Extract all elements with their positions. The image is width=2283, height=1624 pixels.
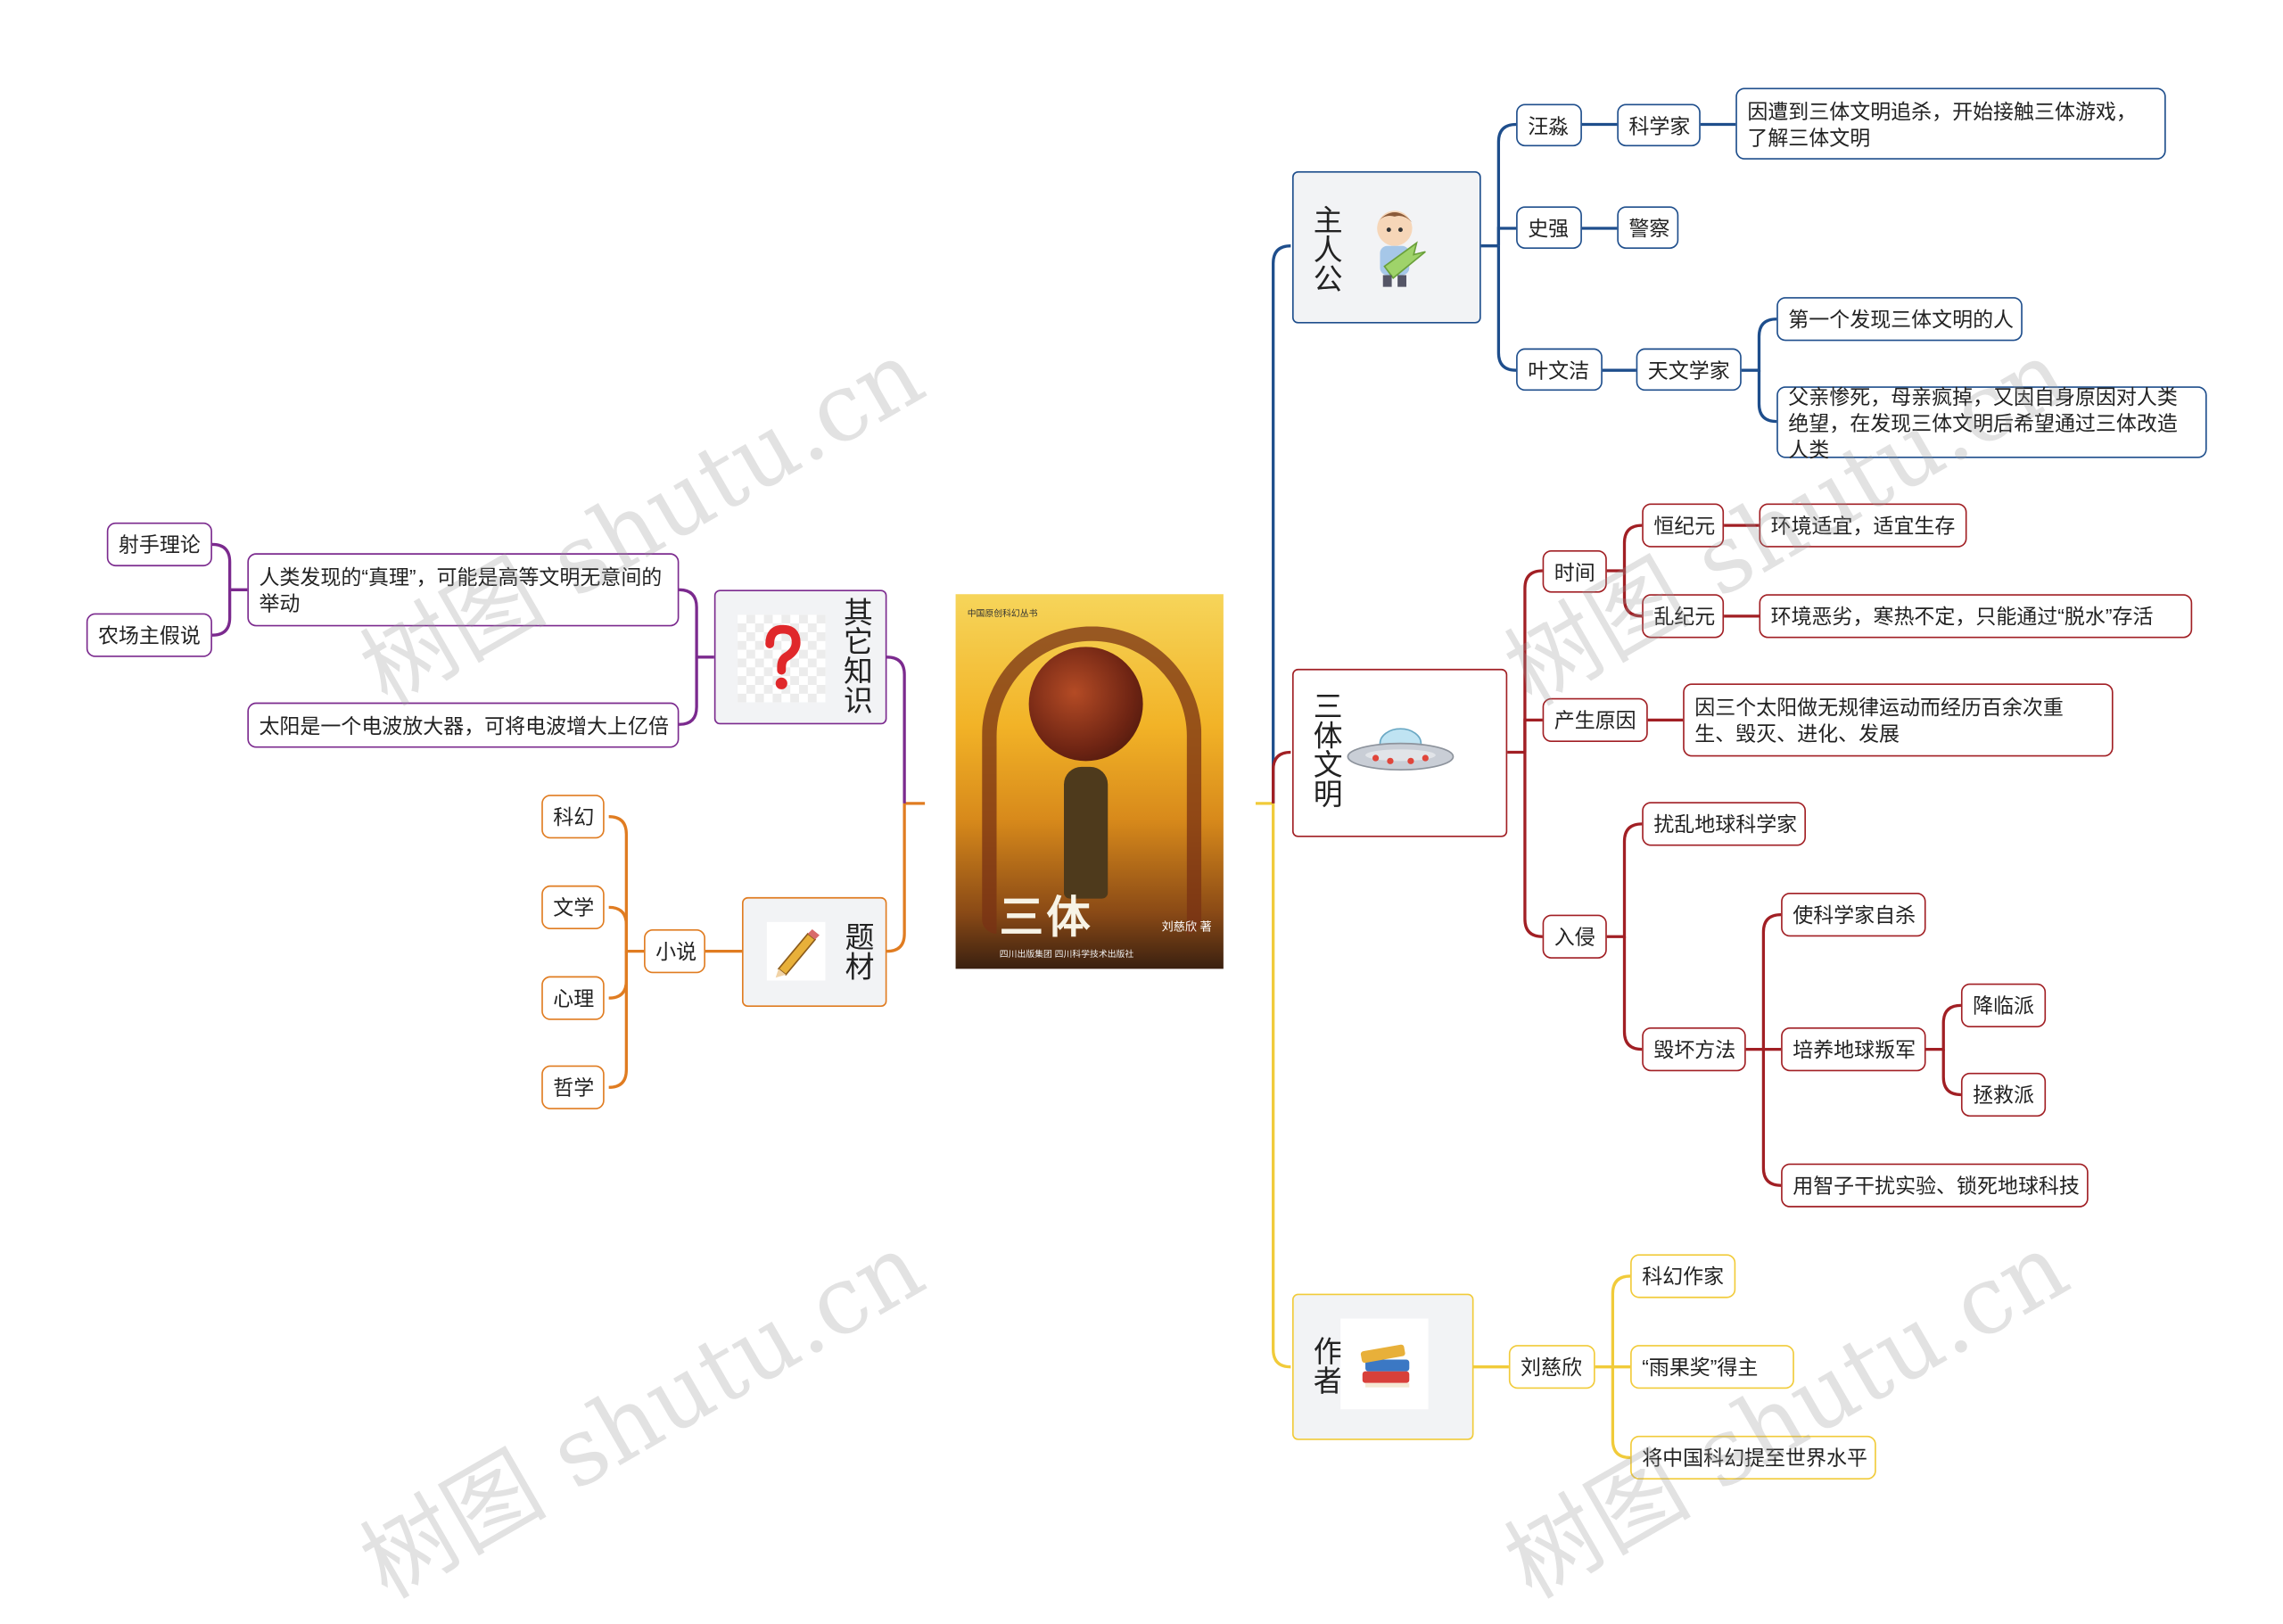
topic-other-knowledge[interactable]: 其它知识 — [714, 589, 887, 724]
chaotic-era[interactable]: 乱纪元 — [1642, 594, 1724, 638]
method-sophon-lock[interactable]: 用智子干扰实验、锁死地球科技 — [1781, 1164, 2089, 1208]
character-wang-miao[interactable]: 汪淼 — [1516, 104, 1582, 147]
other-farmer-hypothesis[interactable]: 农场主假说 — [87, 614, 212, 657]
cover-figure — [1064, 767, 1108, 899]
person-holding-arrow-icon — [1356, 199, 1443, 293]
other-sun-amplifier[interactable]: 太阳是一个电波放大器，可将电波增大上亿倍 — [247, 703, 679, 748]
ufo-icon — [1343, 726, 1457, 779]
cover-author: 刘慈欣 著 — [1162, 919, 1212, 936]
genre-psychology[interactable]: 心理 — [541, 977, 605, 1020]
genre-novel[interactable]: 小说 — [644, 929, 705, 973]
method-scientist-suicide[interactable]: 使科学家自杀 — [1781, 893, 1925, 936]
role-police[interactable]: 警察 — [1617, 206, 1678, 249]
wang-miao-description[interactable]: 因遭到三体文明追杀，开始接触三体游戏，了解三体文明 — [1735, 87, 2165, 159]
trisolaris-time[interactable]: 时间 — [1543, 550, 1607, 593]
topic-genre-title: 题材 — [840, 922, 872, 981]
character-ye-wenjie[interactable]: 叶文洁 — [1516, 349, 1603, 392]
ye-wenjie-desc-background[interactable]: 父亲惨死，母亲疯掉，又因自身原因对人类绝望，在发现三体文明后希望通过三体改造人类 — [1776, 386, 2206, 458]
cover-planet — [1029, 647, 1143, 761]
author-world-level[interactable]: 将中国科幻提至世界水平 — [1630, 1436, 1876, 1480]
topic-protagonists-title: 主人公 — [1308, 205, 1340, 293]
character-shi-qiang[interactable]: 史强 — [1516, 206, 1582, 249]
ye-wenjie-desc-first[interactable]: 第一个发现三体文明的人 — [1776, 297, 2023, 341]
author-hugo-award[interactable]: “雨果奖”得主 — [1630, 1345, 1794, 1389]
pencil-icon — [767, 922, 826, 981]
genre-philosophy[interactable]: 哲学 — [541, 1066, 605, 1109]
rebels-redemptionist-faction[interactable]: 拯救派 — [1961, 1073, 2046, 1117]
invasion-disrupt-scientists[interactable]: 扰乱地球科学家 — [1642, 802, 1806, 845]
rebels-adventist-faction[interactable]: 降临派 — [1961, 984, 2046, 1027]
role-scientist[interactable]: 科学家 — [1617, 104, 1701, 147]
author-sci-fi-writer[interactable]: 科幻作家 — [1630, 1254, 1735, 1298]
trisolaris-invasion[interactable]: 入侵 — [1543, 915, 1607, 959]
cover-publisher: 四川出版集团 四川科学技术出版社 — [1000, 947, 1133, 960]
cover-series-label: 中国原创科幻丛书 — [968, 606, 1038, 619]
stable-era[interactable]: 恒纪元 — [1642, 504, 1724, 548]
topic-trisolaris[interactable]: 三体文明 — [1292, 669, 1507, 837]
topic-author[interactable]: 作者 — [1292, 1294, 1473, 1440]
invasion-destroy-methods[interactable]: 毁坏方法 — [1642, 1027, 1746, 1071]
stable-era-desc[interactable]: 环境适宜，适宜生存 — [1759, 504, 1966, 548]
trisolaris-cause-desc[interactable]: 因三个太阳做无规律运动而经历百余次重生、毁灭、进化、发展 — [1683, 683, 2113, 756]
topic-genre[interactable]: 题材 — [742, 897, 886, 1007]
topic-protagonists[interactable]: 主人公 — [1292, 171, 1481, 324]
topic-other-knowledge-title: 其它知识 — [838, 598, 870, 714]
mind-map: 中国原创科幻丛书 三体 刘慈欣 著 四川出版集团 四川科学技术出版社 主人公 汪… — [0, 0, 2283, 1560]
role-astronomer[interactable]: 天文学家 — [1636, 349, 1742, 392]
topic-author-title: 作者 — [1308, 1336, 1340, 1395]
book-cover: 中国原创科幻丛书 三体 刘慈欣 著 四川出版集团 四川科学技术出版社 — [956, 594, 1224, 969]
other-shooter-hypothesis[interactable]: 射手理论 — [107, 523, 212, 566]
cover-title: 三体 — [1000, 881, 1093, 945]
chaotic-era-desc[interactable]: 环境恶劣，寒热不定，只能通过“脱水”存活 — [1759, 594, 2192, 638]
other-truth-theory[interactable]: 人类发现的“真理”，可能是高等文明无意间的举动 — [247, 553, 679, 626]
method-earth-rebels[interactable]: 培养地球叛军 — [1781, 1027, 1925, 1071]
genre-sci-fi[interactable]: 科幻 — [541, 795, 605, 838]
genre-literature[interactable]: 文学 — [541, 886, 605, 929]
author-liu-cixin[interactable]: 刘慈欣 — [1509, 1345, 1595, 1389]
books-icon — [1340, 1319, 1428, 1410]
topic-trisolaris-title: 三体文明 — [1308, 691, 1340, 808]
trisolaris-cause[interactable]: 产生原因 — [1543, 698, 1648, 742]
question-mark-icon — [738, 614, 825, 702]
